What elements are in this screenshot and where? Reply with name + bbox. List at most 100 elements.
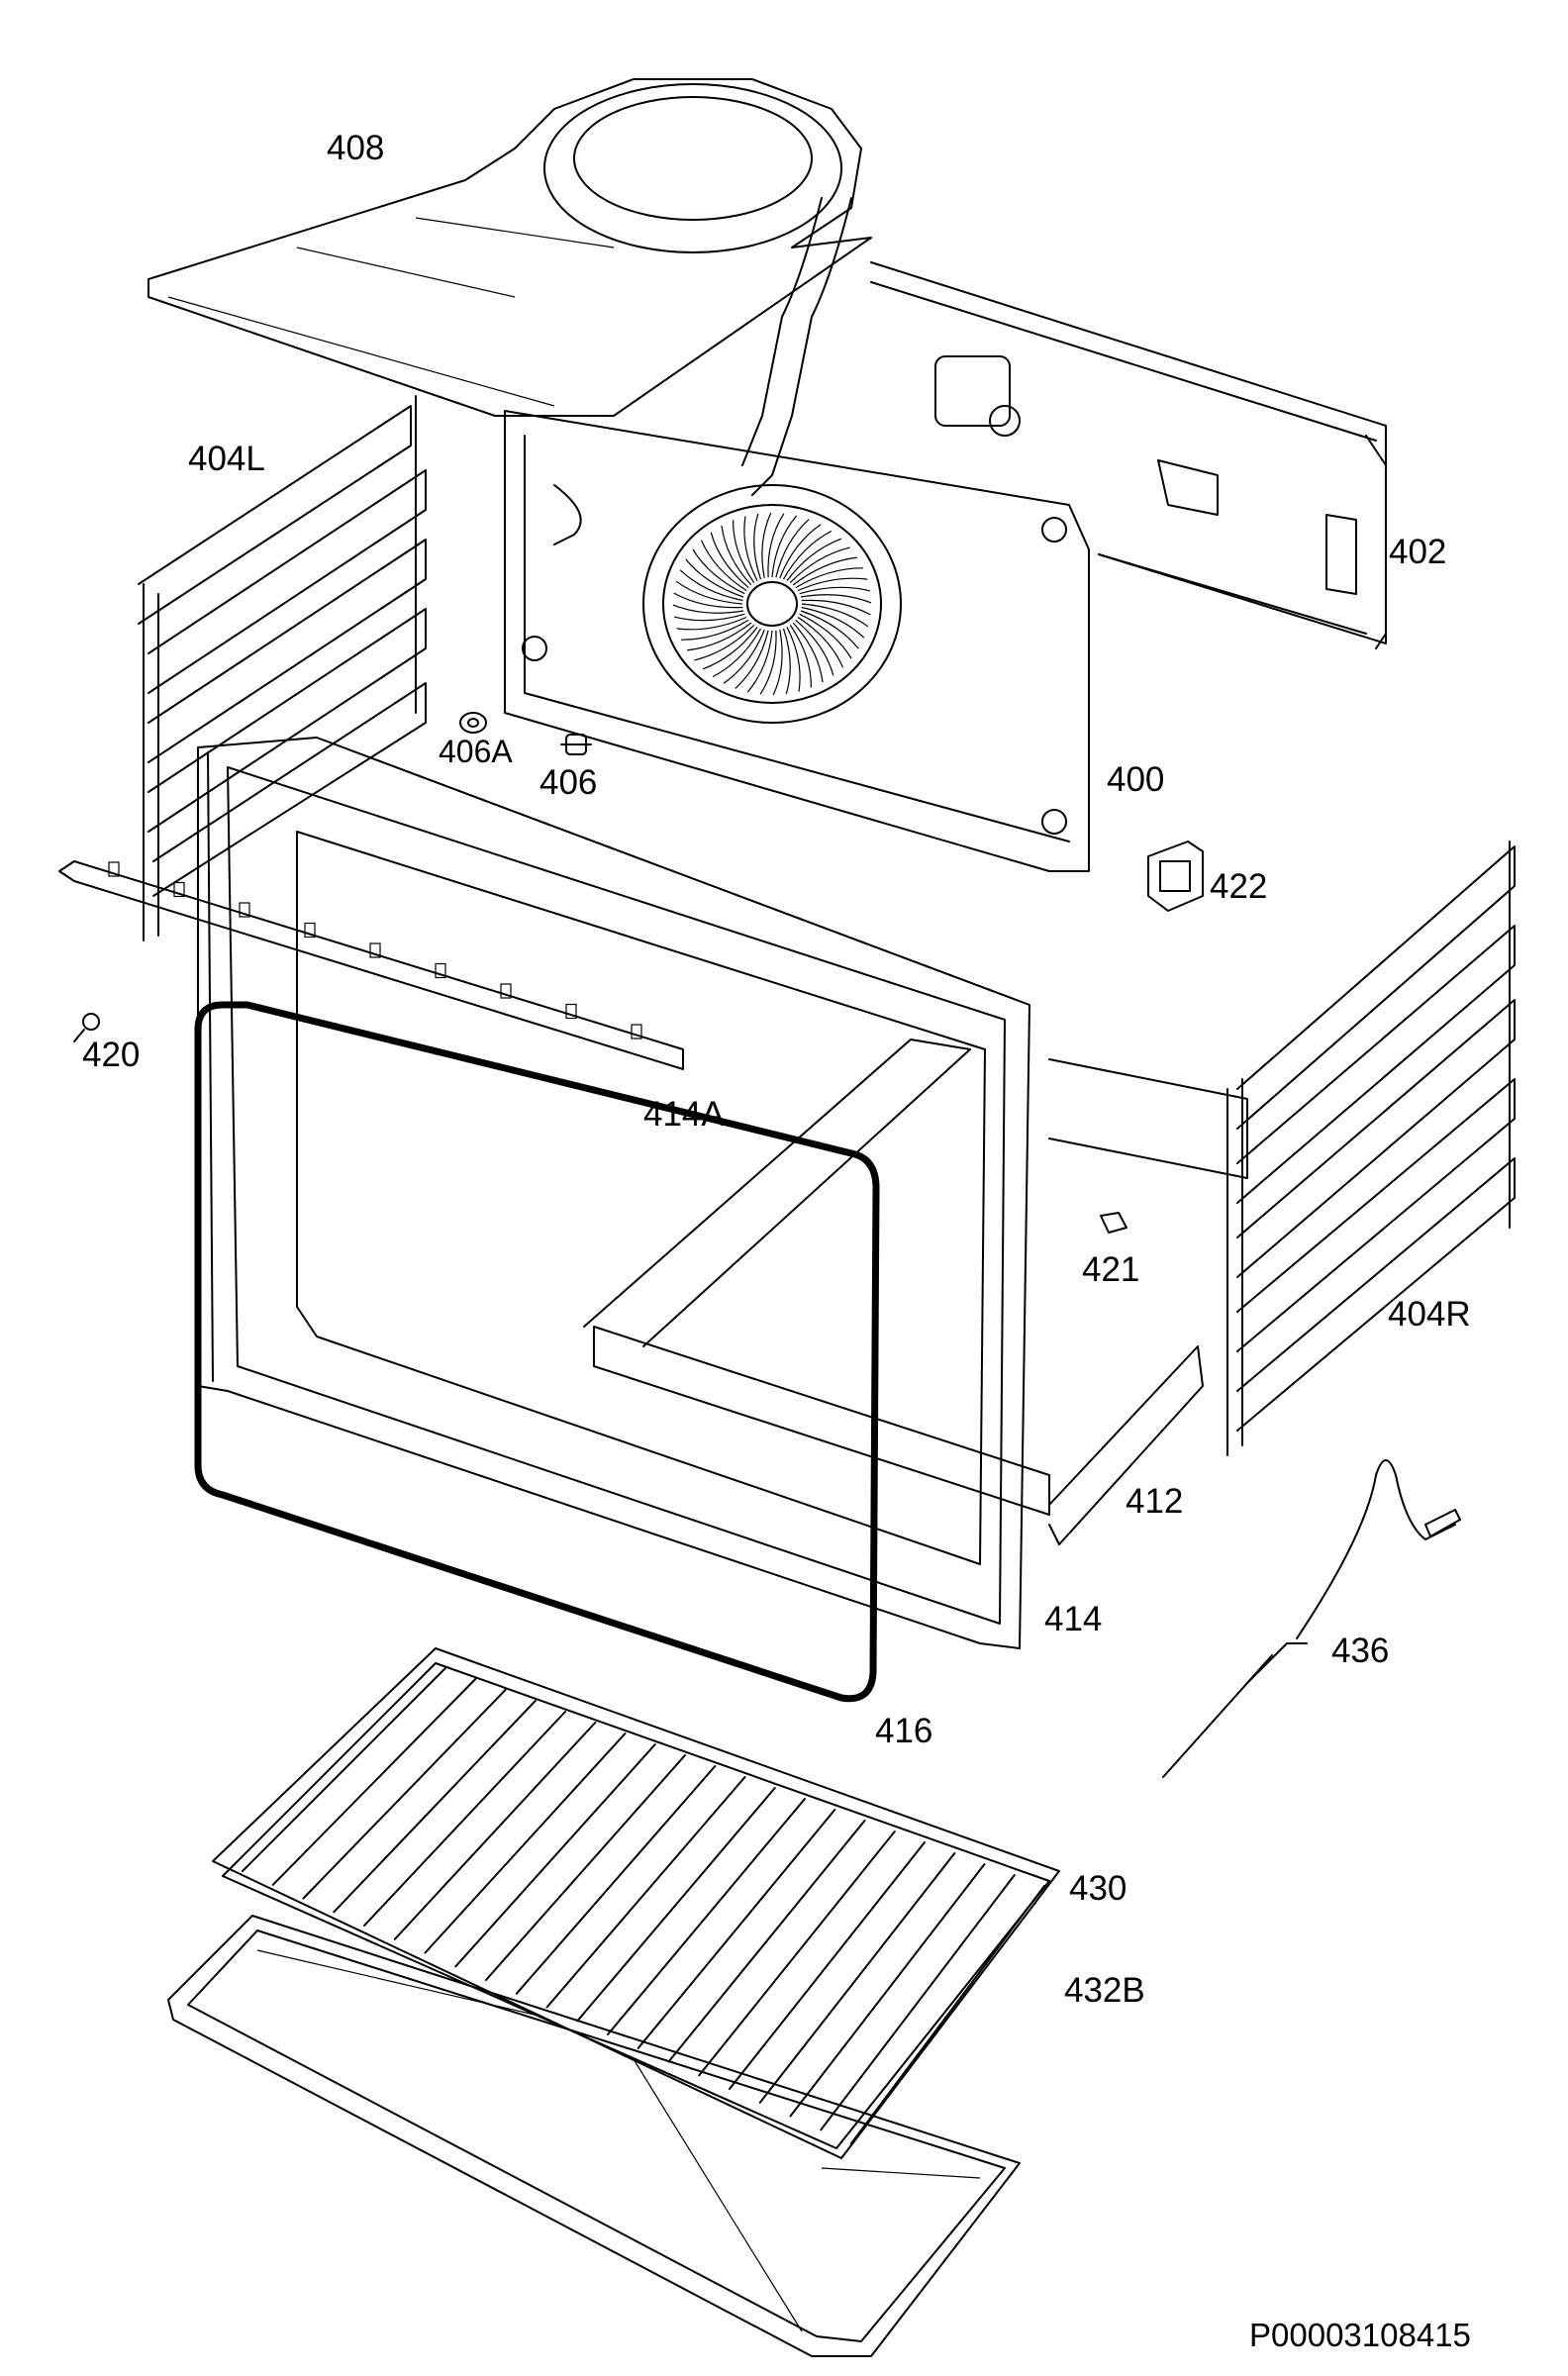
shelf-bar bbox=[820, 1874, 1016, 2131]
shelf-bar bbox=[454, 1743, 656, 1968]
shelf-bar bbox=[607, 1798, 806, 2035]
part-404L-left-rack bbox=[138, 395, 427, 941]
fan-blade bbox=[753, 513, 762, 580]
fan-blade bbox=[767, 513, 785, 578]
fan-blade bbox=[675, 580, 743, 605]
fan-blade bbox=[732, 520, 755, 583]
strip-tab bbox=[631, 1024, 642, 1040]
fan-blade bbox=[779, 524, 822, 579]
part-412-bottom-frame bbox=[583, 1039, 1248, 1545]
fan-blade bbox=[792, 622, 824, 683]
fan-blade bbox=[786, 538, 842, 581]
strip-tab bbox=[239, 902, 250, 918]
label-421: 421 bbox=[1082, 1250, 1140, 1289]
shelf-bar bbox=[850, 1885, 1045, 2144]
shelf-bar bbox=[637, 1809, 836, 2049]
label-432B: 432B bbox=[1064, 1971, 1145, 2010]
strip-tab bbox=[500, 983, 512, 999]
fan-blade bbox=[673, 592, 743, 609]
fan-blade bbox=[721, 525, 752, 586]
shelf-bar bbox=[485, 1754, 686, 1981]
fan-blade bbox=[686, 622, 752, 651]
fan-blade bbox=[799, 586, 871, 595]
fan-blade bbox=[761, 512, 772, 579]
part-402-rear-rail bbox=[870, 261, 1387, 649]
fan-blade bbox=[797, 577, 868, 592]
fan-blade bbox=[782, 530, 833, 580]
fan-blade bbox=[797, 616, 844, 668]
shelf-bar bbox=[271, 1678, 477, 1886]
label-414: 414 bbox=[1044, 1600, 1103, 1638]
label-400: 400 bbox=[1107, 760, 1165, 799]
part-416-door-seal bbox=[194, 1001, 880, 1703]
fan-blade bbox=[786, 627, 801, 692]
fan-blade bbox=[795, 567, 863, 589]
label-406: 406 bbox=[539, 763, 598, 802]
strip-tab bbox=[173, 881, 185, 898]
label-404R: 404R bbox=[1388, 1295, 1471, 1334]
shelf-bar bbox=[302, 1689, 507, 1900]
label-404L: 404L bbox=[188, 440, 265, 478]
fan-blade bbox=[789, 546, 850, 584]
fan-blade bbox=[801, 603, 869, 628]
label-406A: 406A bbox=[439, 734, 513, 769]
fan-blade bbox=[672, 604, 744, 614]
part-436-meat-probe bbox=[1162, 1459, 1461, 1778]
fan-blade bbox=[673, 613, 745, 622]
shelf-bar bbox=[545, 1776, 746, 2009]
fan-blade bbox=[759, 630, 777, 695]
part-422-lamp-holder bbox=[1147, 841, 1204, 912]
fan-blade bbox=[800, 610, 859, 649]
fan-blade bbox=[685, 558, 744, 598]
fan-blade bbox=[800, 594, 872, 604]
label-414A: 414A bbox=[643, 1095, 725, 1134]
fan-blade bbox=[710, 532, 749, 589]
fan-blade bbox=[679, 569, 743, 602]
part-420-screw bbox=[73, 1013, 100, 1042]
shelf-bar bbox=[515, 1765, 717, 1995]
shelf-bar bbox=[789, 1863, 986, 2118]
fan-blade bbox=[694, 624, 755, 661]
fan-blade bbox=[735, 630, 769, 689]
shelf-bar bbox=[667, 1820, 866, 2063]
part-404R-right-rack bbox=[1226, 841, 1516, 1456]
label-420: 420 bbox=[82, 1036, 141, 1074]
drawing-code: P00003108415 bbox=[1249, 2317, 1471, 2353]
part-406A-washer bbox=[459, 712, 487, 734]
fan-blade bbox=[743, 516, 758, 581]
strip-tab bbox=[304, 922, 316, 939]
fan-blade bbox=[771, 515, 798, 578]
fan-blade bbox=[782, 628, 791, 695]
part-400-back-panel bbox=[504, 410, 1090, 872]
label-402: 402 bbox=[1389, 533, 1447, 571]
part-430-wire-shelf bbox=[212, 1647, 1060, 2159]
label-422: 422 bbox=[1210, 867, 1268, 906]
label-408: 408 bbox=[327, 129, 385, 167]
part-408-top-cover bbox=[147, 78, 872, 496]
fan-blade bbox=[746, 630, 773, 693]
strip-tab bbox=[435, 962, 446, 979]
fan-blade bbox=[801, 606, 865, 639]
shelf-bar bbox=[758, 1852, 956, 2104]
shelf-bar bbox=[393, 1722, 597, 1940]
shelf-bar bbox=[729, 1841, 926, 2090]
part-432B-baking-tray bbox=[167, 1915, 1021, 2357]
label-430: 430 bbox=[1069, 1869, 1127, 1908]
part-406-nut bbox=[560, 734, 592, 755]
fan-blade bbox=[775, 519, 810, 578]
fan-blade bbox=[723, 629, 765, 684]
shelf-bar bbox=[242, 1667, 446, 1872]
fan-blade bbox=[792, 556, 858, 586]
label-436: 436 bbox=[1331, 1632, 1390, 1670]
label-412: 412 bbox=[1126, 1482, 1184, 1521]
shelf-bar bbox=[698, 1831, 896, 2077]
fan-blade bbox=[712, 628, 762, 678]
fan-blade bbox=[795, 619, 834, 676]
label-416: 416 bbox=[875, 1712, 933, 1750]
shelf-bar bbox=[424, 1732, 627, 1954]
fan-blade bbox=[700, 540, 747, 592]
fan-blade bbox=[681, 619, 749, 641]
fan-blade bbox=[789, 625, 813, 688]
fan-blade bbox=[702, 627, 758, 670]
